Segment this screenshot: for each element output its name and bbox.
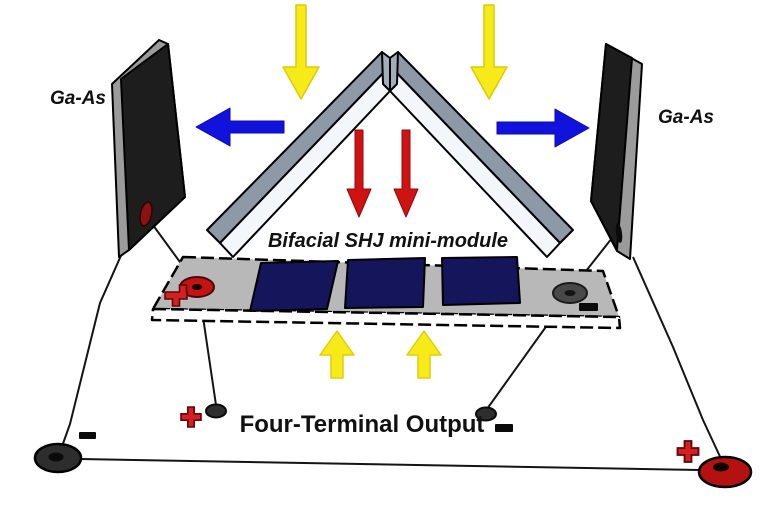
rear-light-arrow-right	[406, 330, 442, 379]
left-gaas-panel	[111, 39, 186, 258]
wire-right-panel-to-plus-terminal	[632, 256, 724, 464]
right-slab-underside	[389, 67, 561, 258]
left-gaas-panel-face	[120, 43, 186, 251]
shj-cells	[249, 256, 521, 312]
right-gaas-panel	[590, 43, 643, 260]
terminal-far-left-hole	[48, 452, 64, 462]
shj-cell-3	[441, 256, 521, 306]
terminal-center-left-plus	[180, 403, 227, 428]
terminal-center-right-body	[475, 406, 497, 422]
module-plus-sign	[164, 284, 188, 307]
module-minus-socket	[552, 282, 598, 311]
right-gaas-panel-face	[590, 43, 633, 251]
left-slab-underside	[219, 67, 391, 258]
module-plus-socket-hole	[192, 284, 202, 290]
light-arrows	[195, 4, 590, 379]
right-slab-end-cap	[389, 51, 399, 92]
incident-sunlight-arrow-right	[470, 4, 508, 100]
module-minus-socket-hole	[564, 290, 576, 296]
right-panel-label: Ga-As	[658, 107, 714, 128]
terminal-center-right-minus-sign	[495, 424, 513, 432]
terminal-center-right-minus	[475, 406, 513, 432]
shj-cell-1	[249, 260, 339, 312]
transmitted-light-arrow-right	[393, 129, 419, 218]
left-gaas-panel-socket	[139, 201, 153, 227]
terminal-far-left-minus	[33, 432, 96, 474]
rear-light-arrow-left	[319, 330, 355, 379]
incident-sunlight-arrow-left	[282, 4, 320, 100]
left-panel-label: Ga-As	[50, 88, 106, 109]
module-plus-socket	[164, 276, 215, 307]
right-gaas-panel-socket	[615, 223, 623, 243]
module-minus-sign	[579, 303, 598, 311]
wire-left-panel-to-minus-terminal	[59, 250, 124, 453]
shj-cell-2	[344, 257, 426, 309]
module-label: Bifacial SHJ mini-module	[268, 230, 508, 252]
reflected-light-arrow-left	[195, 107, 285, 147]
left-slab-end-cap	[381, 51, 391, 92]
terminal-far-right-plus	[676, 440, 753, 489]
terminal-far-left-minus-sign	[79, 432, 96, 439]
v-cover-slabs	[206, 51, 574, 258]
module-base-front-edge	[150, 307, 622, 330]
output-label: Four-Terminal Output	[240, 411, 485, 438]
terminal-far-right-body	[697, 455, 753, 489]
transmitted-light-arrow-left	[346, 129, 372, 218]
terminal-far-right-plus-sign	[676, 440, 700, 463]
reflected-light-arrow-right	[496, 108, 590, 148]
wire-baseline	[79, 458, 700, 471]
terminal-center-left-body	[205, 403, 227, 419]
terminal-center-left-plus-sign	[180, 406, 202, 428]
terminal-far-right-hole	[713, 462, 729, 472]
